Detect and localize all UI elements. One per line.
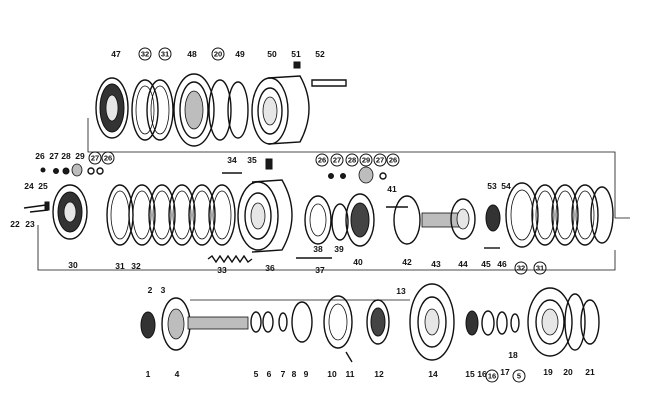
part-label-47: 47 xyxy=(111,49,121,59)
part-label-15: 15 xyxy=(465,369,475,379)
part-label-1: 1 xyxy=(145,369,151,379)
part-label-44: 44 xyxy=(458,259,468,269)
part-label-6: 6 xyxy=(266,369,272,379)
part-label-39: 39 xyxy=(334,244,344,254)
part-label-51: 51 xyxy=(291,49,301,59)
part-label-42: 42 xyxy=(402,257,412,267)
part-label-40: 40 xyxy=(353,257,363,267)
part-label-29c: 29 xyxy=(359,153,373,167)
part-label-16c: 16 xyxy=(485,369,499,383)
part-label-38: 38 xyxy=(313,244,323,254)
part-label-53: 53 xyxy=(487,181,497,191)
part-label-26c: 26 xyxy=(315,153,329,167)
part-label-43: 43 xyxy=(431,259,441,269)
part-label-13: 13 xyxy=(396,286,406,296)
part-label-50: 50 xyxy=(267,49,277,59)
part-label-35: 35 xyxy=(247,155,257,165)
part-label-22: 22 xyxy=(10,219,20,229)
part-label-46: 46 xyxy=(497,259,507,269)
part-label-36: 36 xyxy=(265,263,275,273)
part-label-32b: 32 xyxy=(131,261,141,271)
part-label-11: 11 xyxy=(345,369,355,379)
part-label-24: 24 xyxy=(24,181,34,191)
part-label-18: 18 xyxy=(508,350,518,360)
part-label-28a: 28 xyxy=(61,151,71,161)
part-label-27a: 27 xyxy=(49,151,59,161)
part-label-23: 23 xyxy=(25,219,35,229)
part-label-28c: 28 xyxy=(345,153,359,167)
part-label-31b: 31 xyxy=(115,261,125,271)
part-label-49: 49 xyxy=(235,49,245,59)
part-label-20a: 20 xyxy=(211,47,225,61)
part-label-29a: 29 xyxy=(75,151,85,161)
section-boundary-lines xyxy=(37,118,630,301)
part-label-33: 33 xyxy=(217,265,227,275)
part-label-54: 54 xyxy=(501,181,511,191)
part-label-20b: 20 xyxy=(563,367,573,377)
part-label-48: 48 xyxy=(187,49,197,59)
part-label-5: 5 xyxy=(253,369,259,379)
part-label-3: 3 xyxy=(160,285,166,295)
part-label-14: 14 xyxy=(428,369,438,379)
part-label-41: 41 xyxy=(387,184,397,194)
part-label-21: 21 xyxy=(585,367,595,377)
part-label-45: 45 xyxy=(481,259,491,269)
part-label-27b: 27 xyxy=(88,151,102,165)
part-label-31c: 31 xyxy=(533,261,547,275)
part-label-31a: 31 xyxy=(158,47,172,61)
part-label-32c: 32 xyxy=(514,261,528,275)
part-label-7: 7 xyxy=(280,369,286,379)
top-row-assembly xyxy=(95,61,347,147)
clutch-plate-stack-left xyxy=(106,184,236,246)
part-label-34: 34 xyxy=(227,155,237,165)
part-label-52: 52 xyxy=(315,49,325,59)
part-label-17: 17 xyxy=(500,367,510,377)
part-label-16: 16 xyxy=(477,369,487,379)
part-label-5c: 5 xyxy=(512,369,526,383)
part-label-8: 8 xyxy=(291,369,297,379)
part-label-9: 9 xyxy=(303,369,309,379)
part-label-26d: 26 xyxy=(386,153,400,167)
part-label-37: 37 xyxy=(315,265,325,275)
part-label-30: 30 xyxy=(68,260,78,270)
part-label-27c: 27 xyxy=(330,153,344,167)
middle-row-assembly xyxy=(23,158,614,264)
part-label-26b: 26 xyxy=(101,151,115,165)
clutch-plate-stack-right xyxy=(505,182,614,248)
part-label-32a: 32 xyxy=(138,47,152,61)
bottom-row-assembly xyxy=(140,283,600,363)
part-label-19: 19 xyxy=(543,367,553,377)
part-label-4: 4 xyxy=(174,369,180,379)
part-label-27d: 27 xyxy=(373,153,387,167)
part-label-10: 10 xyxy=(327,369,337,379)
part-label-26a: 26 xyxy=(35,151,45,161)
part-label-2: 2 xyxy=(147,285,153,295)
part-label-12: 12 xyxy=(374,369,384,379)
part-label-25: 25 xyxy=(38,181,48,191)
